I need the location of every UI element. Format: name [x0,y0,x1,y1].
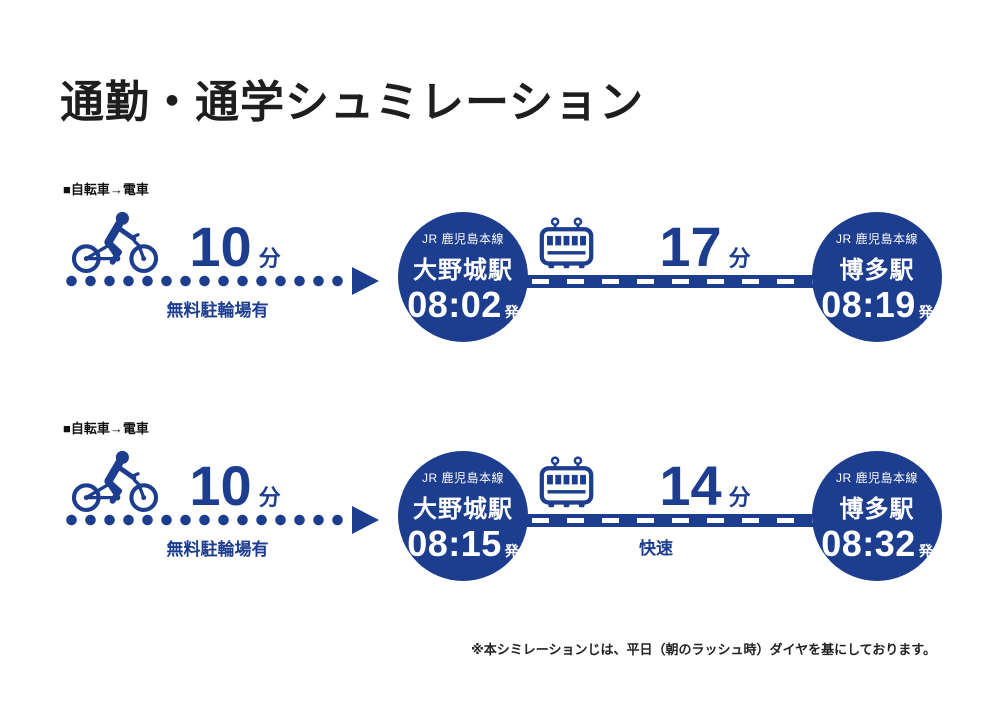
bike-duration-value: 10 [189,215,252,278]
train-icon [538,454,595,511]
arrive-station-badge: JR 鹿児島本線 博多駅 08:32 発 [812,451,942,581]
train-duration-value: 14 [659,454,722,517]
train-duration-unit: 分 [728,485,751,510]
depart-station-name: 大野城駅 [413,496,513,524]
railway-line [510,514,825,527]
train-duration: 17 分 [620,219,790,275]
arrive-station-name: 博多駅 [839,257,915,285]
depart-station-badge: JR 鹿児島本線 大野城駅 08:15 発 [398,451,528,581]
bike-duration-unit: 分 [258,246,281,271]
arrive-time: 08:19 [821,284,916,326]
route-2-section-label: ■自転車→電車 [63,421,149,436]
arrive-station-badge: JR 鹿児島本線 博多駅 08:19 発 [812,212,942,342]
arrow-head-icon [352,506,379,534]
bike-duration: 10 分 [150,458,320,514]
depart-line-name: JR 鹿児島本線 [421,232,504,247]
bike-duration-value: 10 [189,454,252,517]
bicycle-icon [60,450,170,514]
bike-note: 無料駐輪場有 [166,301,269,320]
depart-time-row: 08:02 発 [407,286,519,324]
depart-station-badge: JR 鹿児島本線 大野城駅 08:02 発 [398,212,528,342]
bike-dotted-line [62,513,350,527]
arrive-time-row: 08:32 発 [821,525,933,563]
train-duration-unit: 分 [728,246,751,271]
bike-duration: 10 分 [150,219,320,275]
bike-duration-unit: 分 [258,485,281,510]
bike-note: 無料駐輪場有 [166,540,269,559]
arrive-line-name: JR 鹿児島本線 [835,471,918,486]
train-icon [538,215,595,272]
depart-time: 08:02 [407,284,502,326]
depart-station-name: 大野城駅 [413,257,513,285]
depart-line-name: JR 鹿児島本線 [421,471,504,486]
arrive-time-row: 08:19 発 [821,286,933,324]
footnote: ※本シミレーションじは、平日（朝のラッシュ時）ダイヤを基にしております。 [471,642,936,657]
arrive-line-name: JR 鹿児島本線 [835,232,918,247]
train-duration-value: 17 [659,215,722,278]
arrive-station-name: 博多駅 [839,496,915,524]
route-2: ■自転車→電車 10 分 無料駐輪場有 JR 鹿児島 [0,414,1000,624]
route-1-section-label: ■自転車→電車 [63,182,149,197]
bike-dotted-line [62,274,350,288]
depart-time-row: 08:15 発 [407,525,519,563]
depart-suffix: 発 [504,304,519,321]
depart-suffix: 発 [504,543,519,560]
railway-line [510,275,825,288]
arrive-suffix: 発 [918,543,933,560]
arrive-time: 08:32 [821,523,916,565]
train-duration: 14 分 [620,458,790,514]
arrive-suffix: 発 [918,304,933,321]
bicycle-icon [60,211,170,275]
page-title: 通勤・通学シュミレーション [60,78,645,127]
arrow-head-icon [352,267,379,295]
depart-time: 08:15 [407,523,502,565]
route-1: ■自転車→電車 10 分 無料駐輪場有 JR 鹿児島 [0,175,1000,385]
train-note: 快速 [639,539,673,558]
